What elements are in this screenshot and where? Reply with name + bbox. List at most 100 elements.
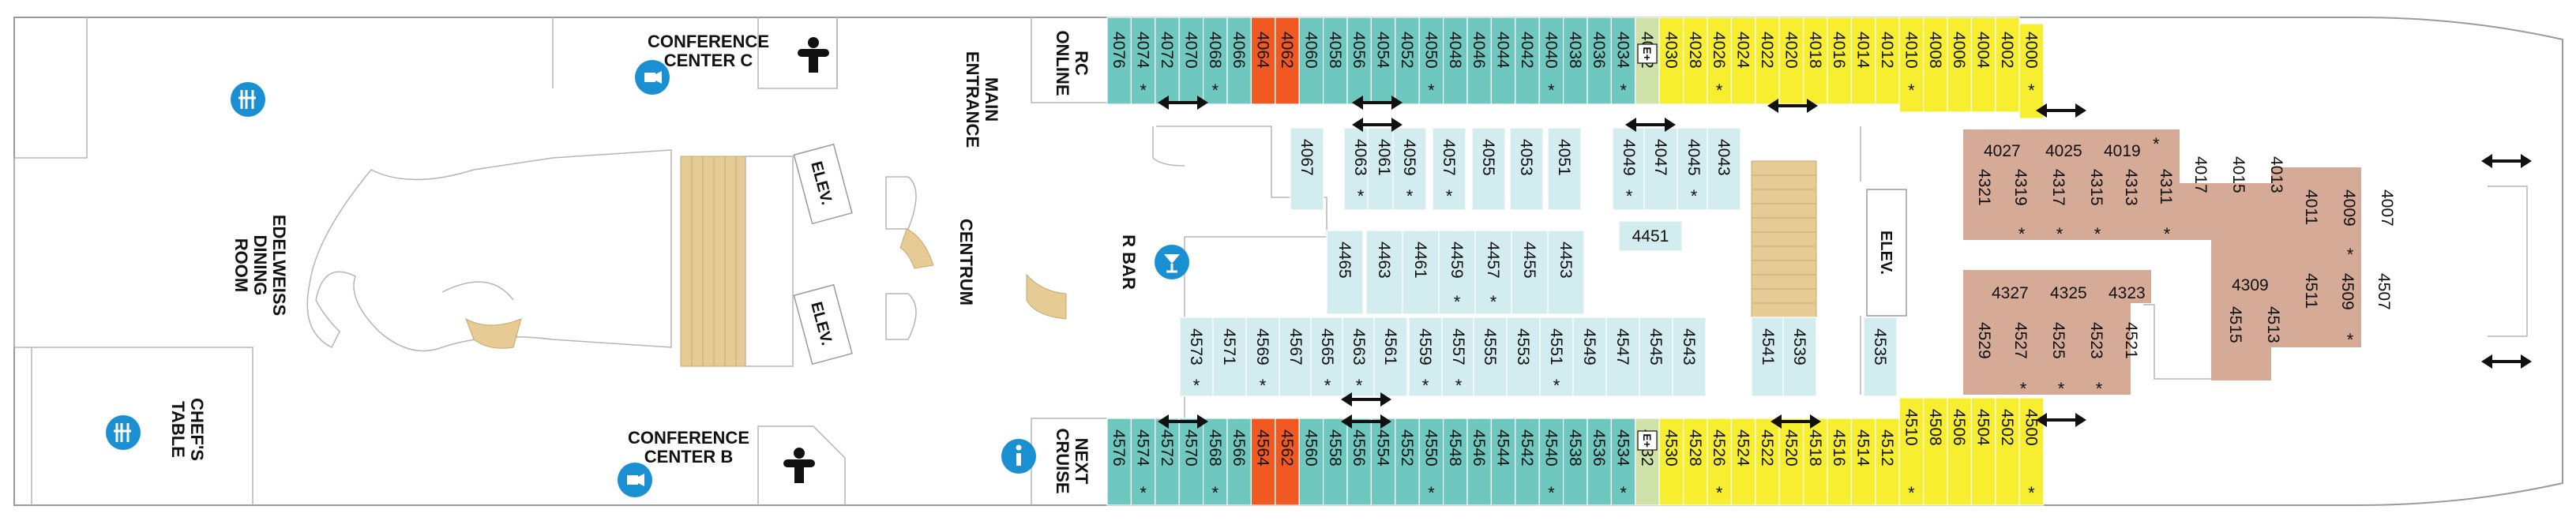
cabin-4457[interactable]: 4457* <box>1474 230 1512 315</box>
cabin-4523[interactable]: 4523* <box>2087 322 2105 399</box>
cabin-4455[interactable]: 4455 <box>1511 230 1549 315</box>
cabin-4551[interactable]: 4551* <box>1539 317 1574 397</box>
cabin-4507[interactable]: 4507 <box>2375 273 2393 310</box>
cabin-4042[interactable]: 4042 <box>1515 17 1540 105</box>
cabin-4052[interactable]: 4052 <box>1395 17 1420 105</box>
cabin-4011[interactable]: 4011 <box>2302 189 2320 225</box>
cabin-4539[interactable]: 4539 <box>1782 317 1817 397</box>
cabin-4516[interactable]: 4516 <box>1827 418 1852 506</box>
cabin-4571[interactable]: 4571 <box>1212 317 1247 397</box>
cabin-4060[interactable]: 4060 <box>1298 17 1324 105</box>
cabin-4327[interactable]: 4327 <box>1992 284 2029 302</box>
cabin-4521[interactable]: 4521 <box>2122 322 2140 359</box>
cabin-4543[interactable]: 4543 <box>1672 317 1707 397</box>
cabin-4000[interactable]: 4000* <box>2018 23 2045 119</box>
cabin-4544[interactable]: 4544 <box>1490 418 1516 506</box>
cabin-4540[interactable]: 4540* <box>1538 418 1564 506</box>
cabin-4072[interactable]: 4072 <box>1155 17 1180 105</box>
cabin-4056[interactable]: 4056 <box>1346 17 1372 105</box>
cabin-4546[interactable]: 4546 <box>1466 418 1492 506</box>
cabin-4572[interactable]: 4572 <box>1155 418 1180 506</box>
cabin-4552[interactable]: 4552 <box>1395 418 1420 506</box>
cabin-4568[interactable]: 4568* <box>1202 418 1228 506</box>
cabin-4008[interactable]: 4008 <box>1923 17 1948 113</box>
cabin-4530[interactable]: 4530 <box>1658 418 1684 506</box>
cabin-4525[interactable]: 4525* <box>2049 322 2067 399</box>
cabin-4009[interactable]: 4009* <box>2340 189 2358 264</box>
cabin-4511[interactable]: 4511 <box>2302 273 2320 309</box>
cabin-4321[interactable]: 4321 <box>1975 169 1993 206</box>
cabin-4500[interactable]: 4500* <box>2018 397 2045 506</box>
cabin-4034[interactable]: 4034* <box>1610 17 1636 105</box>
cabin-4465[interactable]: 4465 <box>1326 230 1364 315</box>
cabin-4509[interactable]: 4509* <box>2338 273 2356 350</box>
cabin-4006[interactable]: 4006 <box>1947 17 1972 113</box>
cabin-4055[interactable]: 4055 <box>1471 127 1506 211</box>
cabin-4315[interactable]: 4315* <box>2087 169 2105 244</box>
cabin-4547[interactable]: 4547 <box>1605 317 1640 397</box>
cabin-4535[interactable]: 4535 <box>1863 317 1898 397</box>
cabin-4557[interactable]: 4557* <box>1441 317 1476 397</box>
cabin-4048[interactable]: 4048 <box>1442 17 1468 105</box>
cabin-4569[interactable]: 4569* <box>1245 317 1280 397</box>
cabin-4043[interactable]: 4043 <box>1707 127 1741 211</box>
cabin-4024[interactable]: 4024 <box>1730 17 1756 105</box>
cabin-4527[interactable]: 4527* <box>2011 322 2030 399</box>
cabin-4020[interactable]: 4020 <box>1778 17 1804 105</box>
cabin-4570[interactable]: 4570 <box>1178 418 1204 506</box>
cabin-4524[interactable]: 4524 <box>1730 418 1756 506</box>
cabin-4311[interactable]: 4311* <box>2157 169 2175 244</box>
cabin-4536[interactable]: 4536 <box>1587 418 1612 506</box>
cabin-4309[interactable]: 4309 <box>2232 276 2269 294</box>
cabin-4573[interactable]: 4573* <box>1179 317 1214 397</box>
cabin-4062[interactable]: 4062 <box>1275 17 1300 105</box>
cabin-4566[interactable]: 4566 <box>1226 418 1252 506</box>
cabin-4017[interactable]: 4017 <box>2191 156 2210 193</box>
cabin-4526[interactable]: 4526* <box>1707 418 1732 506</box>
cabin-4074[interactable]: 4074* <box>1130 17 1156 105</box>
cabin-4054[interactable]: 4054 <box>1370 17 1396 105</box>
cabin-4518[interactable]: 4518 <box>1803 418 1828 506</box>
cabin-4066[interactable]: 4066 <box>1226 17 1252 105</box>
cabin-4317[interactable]: 4317* <box>2049 169 2067 244</box>
cabin-4319[interactable]: 4319* <box>2011 169 2030 244</box>
cabin-4058[interactable]: 4058 <box>1322 17 1348 105</box>
cabin-4556[interactable]: 4556 <box>1346 418 1372 506</box>
cabin-4553[interactable]: 4553 <box>1506 317 1541 397</box>
cabin-4068[interactable]: 4068* <box>1202 17 1228 105</box>
cabin-4532[interactable]: 4532E+ <box>1635 418 1660 506</box>
cabin-4053[interactable]: 4053 <box>1509 127 1544 211</box>
cabin-4545[interactable]: 4545 <box>1639 317 1673 397</box>
cabin-4019[interactable]: 4019* <box>2104 134 2160 160</box>
cabin-4010[interactable]: 4010* <box>1898 17 1924 113</box>
cabin-4561[interactable]: 4561 <box>1373 317 1408 397</box>
cabin-4018[interactable]: 4018 <box>1803 17 1828 105</box>
cabin-4565[interactable]: 4565* <box>1310 317 1345 397</box>
cabin-4576[interactable]: 4576 <box>1106 418 1132 506</box>
cabin-4015[interactable]: 4015 <box>2229 156 2247 193</box>
cabin-4036[interactable]: 4036 <box>1587 17 1612 105</box>
cabin-4045[interactable]: 4045* <box>1677 127 1711 211</box>
cabin-4050[interactable]: 4050* <box>1418 17 1444 105</box>
cabin-4025[interactable]: 4025 <box>2045 142 2082 160</box>
cabin-4007[interactable]: 4007 <box>2378 189 2396 227</box>
cabin-4459[interactable]: 4459* <box>1438 230 1476 315</box>
cabin-4564[interactable]: 4564 <box>1250 418 1276 506</box>
cabin-4563[interactable]: 4563* <box>1342 317 1376 397</box>
cabin-4325[interactable]: 4325 <box>2050 284 2087 302</box>
cabin-4529[interactable]: 4529 <box>1975 322 1993 359</box>
cabin-4514[interactable]: 4514 <box>1850 418 1876 506</box>
cabin-4027[interactable]: 4027 <box>1984 142 2021 160</box>
cabin-4032[interactable]: 4032E+ <box>1635 17 1660 105</box>
cabin-4534[interactable]: 4534* <box>1610 418 1636 506</box>
cabin-4076[interactable]: 4076 <box>1106 17 1132 105</box>
cabin-4542[interactable]: 4542 <box>1515 418 1540 506</box>
cabin-4504[interactable]: 4504 <box>1970 397 1996 506</box>
cabin-4022[interactable]: 4022 <box>1755 17 1780 105</box>
cabin-4550[interactable]: 4550* <box>1418 418 1444 506</box>
cabin-4559[interactable]: 4559* <box>1408 317 1443 397</box>
cabin-4016[interactable]: 4016 <box>1827 17 1852 105</box>
cabin-4026[interactable]: 4026* <box>1707 17 1732 105</box>
cabin-4453[interactable]: 4453 <box>1547 230 1585 315</box>
cabin-4012[interactable]: 4012 <box>1875 17 1900 105</box>
